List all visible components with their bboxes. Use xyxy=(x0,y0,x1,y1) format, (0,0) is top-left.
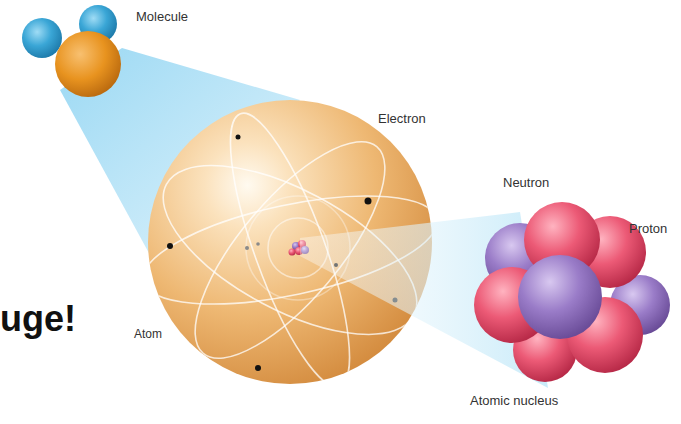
molecule-atom xyxy=(22,18,62,58)
molecule-atom xyxy=(55,31,121,97)
part-label: Atom xyxy=(134,328,162,342)
part-label: Molecule xyxy=(136,10,188,25)
nucleus-cluster xyxy=(474,202,670,382)
part-label: Electron xyxy=(378,112,426,127)
part-label: Proton xyxy=(629,222,667,237)
part-label: Atomic nucleus xyxy=(470,394,558,409)
part-label: uge! xyxy=(0,298,76,339)
part-label: Neutron xyxy=(503,176,549,191)
electron-dots xyxy=(245,242,260,250)
